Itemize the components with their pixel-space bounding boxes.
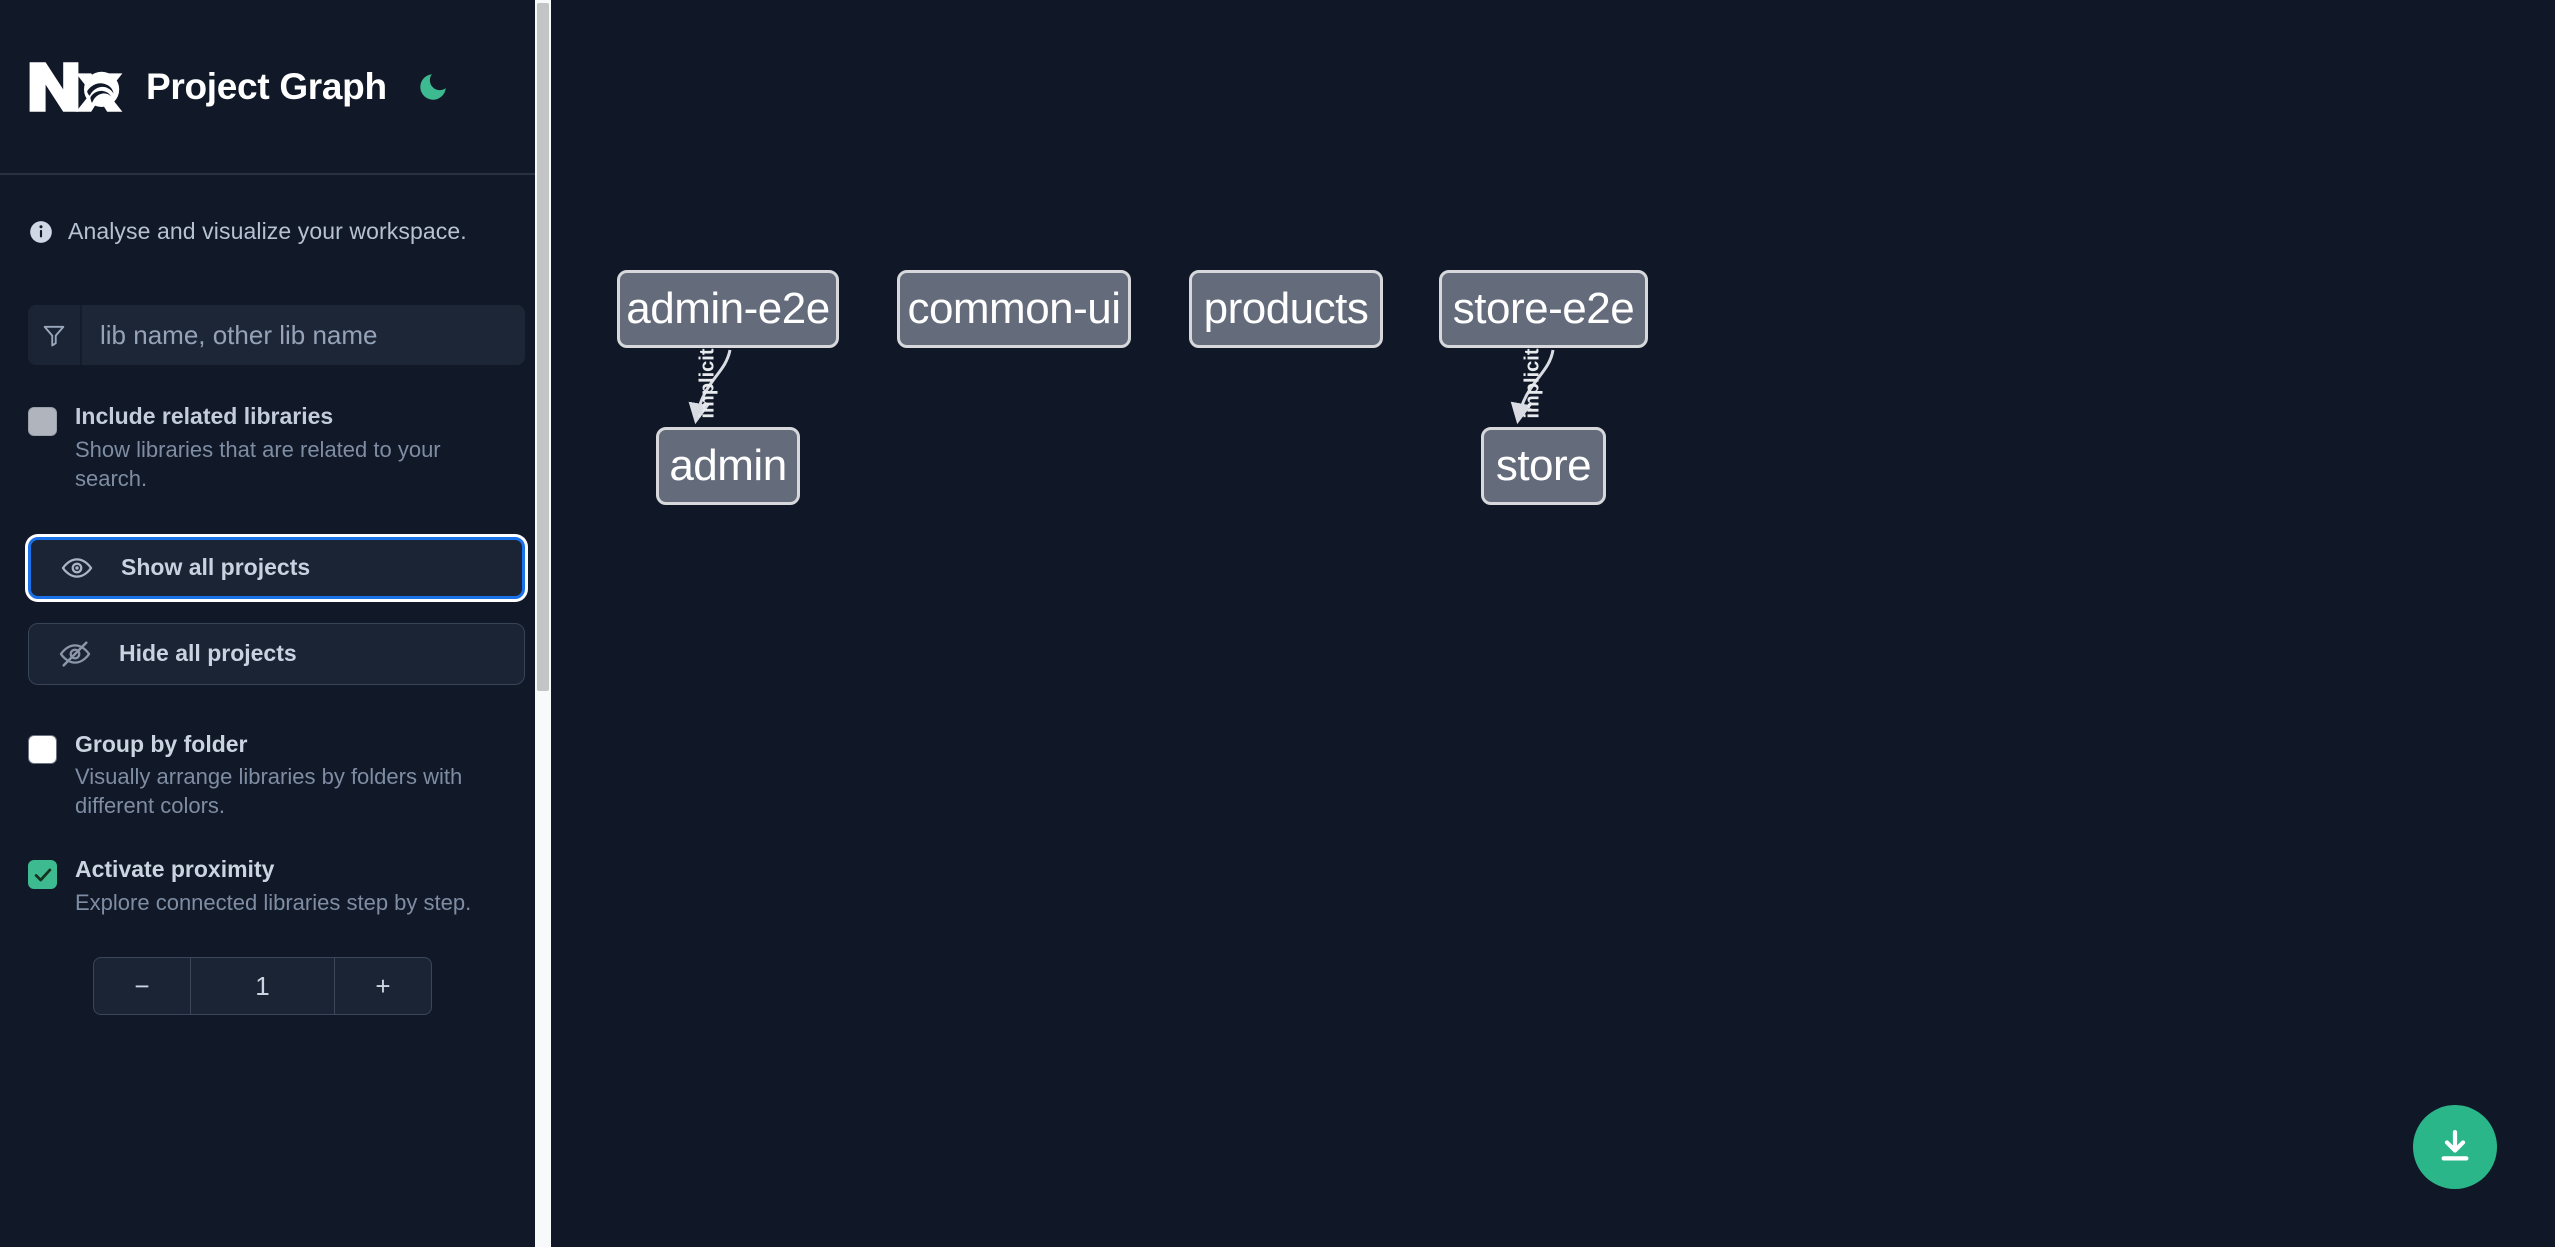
- option-group-by-folder[interactable]: Group by folder Visually arrange librari…: [28, 731, 517, 821]
- download-icon: [2441, 1130, 2469, 1161]
- download-image-button[interactable]: [2413, 1105, 2497, 1189]
- include-related-libraries-description: Show libraries that are related to your …: [75, 436, 441, 491]
- hide-all-projects-label: Hide all projects: [119, 640, 297, 667]
- hide-all-projects-button[interactable]: Hide all projects: [28, 622, 525, 685]
- proximity-stepper-wrap: − 1 +: [28, 957, 517, 1016]
- option-activate-proximity[interactable]: Activate proximity Explore connected lib…: [28, 856, 517, 917]
- moon-icon[interactable]: [413, 67, 453, 107]
- activate-proximity-label: Activate proximity: [75, 856, 275, 883]
- option-include-related-libraries[interactable]: Include related libraries Show libraries…: [28, 403, 517, 493]
- sidebar: Project Graph Analyse and visualize your…: [0, 0, 553, 1247]
- sidebar-body: Analyse and visualize your workspace. In…: [0, 175, 553, 1247]
- include-related-libraries-checkbox: [28, 407, 57, 436]
- check-icon: [34, 868, 51, 882]
- filter-funnel-icon: [28, 305, 82, 365]
- project-visibility-buttons: Show all projects Hide all projects: [28, 536, 525, 685]
- graph-node-store[interactable]: store: [1481, 427, 1606, 505]
- nx-logo: [29, 61, 123, 112]
- graph-canvas[interactable]: implicit implicit admin-e2e common-ui pr…: [553, 0, 2555, 1247]
- proximity-increment-button[interactable]: +: [375, 970, 391, 1001]
- proximity-stepper: − 1 +: [93, 957, 432, 1016]
- sidebar-header: Project Graph: [0, 0, 553, 175]
- edge-label-admin-implicit: implicit: [696, 348, 719, 419]
- tagline-text: Analyse and visualize your workspace.: [68, 218, 467, 244]
- search-input[interactable]: [82, 305, 525, 365]
- activate-proximity-checkbox[interactable]: [28, 860, 57, 890]
- activate-proximity-description: Explore connected libraries step by step…: [75, 890, 472, 916]
- graph-node-common-ui[interactable]: common-ui: [897, 270, 1131, 348]
- eye-off-icon: [59, 641, 91, 667]
- tagline: Analyse and visualize your workspace.: [28, 218, 517, 245]
- show-all-projects-button[interactable]: Show all projects: [28, 536, 525, 599]
- include-related-libraries-label: Include related libraries: [75, 403, 334, 429]
- sidebar-edge: [551, 0, 553, 1247]
- filter-field[interactable]: [28, 305, 525, 365]
- group-by-folder-label: Group by folder: [75, 730, 248, 757]
- group-by-folder-description: Visually arrange libraries by folders wi…: [75, 764, 463, 819]
- proximity-value: 1: [190, 958, 335, 1015]
- show-all-projects-label: Show all projects: [121, 554, 311, 581]
- sidebar-scrollbar-thumb[interactable]: [537, 3, 549, 691]
- group-by-folder-checkbox[interactable]: [28, 734, 57, 764]
- page-title: Project Graph: [146, 65, 387, 107]
- info-icon: [30, 220, 52, 243]
- graph-node-products[interactable]: products: [1189, 270, 1383, 348]
- proximity-decrement-button[interactable]: −: [134, 970, 150, 1001]
- graph-node-store-e2e[interactable]: store-e2e: [1439, 270, 1648, 348]
- eye-icon: [61, 557, 93, 578]
- graph-node-admin[interactable]: admin: [656, 427, 800, 505]
- edge-label-store-implicit: implicit: [1521, 348, 1544, 419]
- sidebar-scrollbar[interactable]: [535, 0, 551, 1247]
- graph-node-admin-e2e[interactable]: admin-e2e: [617, 270, 839, 348]
- graph-edges: [688, 349, 1555, 425]
